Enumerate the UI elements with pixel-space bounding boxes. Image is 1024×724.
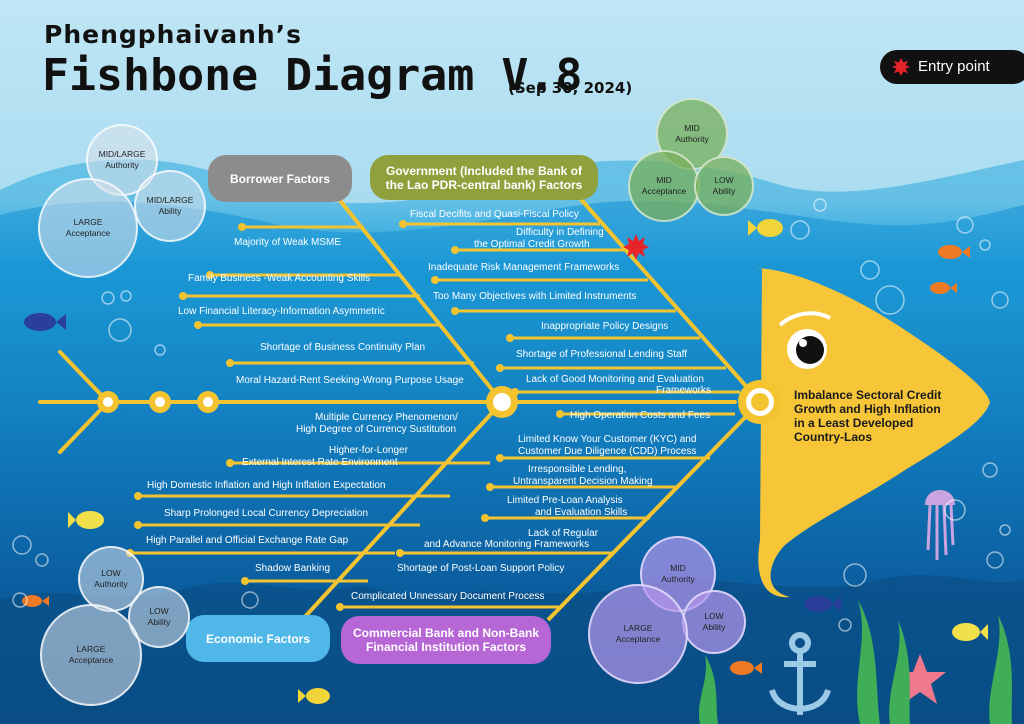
bank-cause: Limited Know Your Customer (KYC) and: [518, 434, 697, 445]
bank-cause: Untransparent Decision Making: [513, 476, 653, 487]
category-borrower: Borrower Factors: [208, 155, 352, 202]
government-cause: the Optimal Credit Growth: [474, 239, 590, 250]
entry-point-label: Entry point: [918, 58, 990, 75]
government-cause: Lack of Good Monitoring and Evaluation: [526, 374, 704, 385]
government-cause: Shortage of Professional Lending Staff: [516, 349, 688, 360]
economic-cause: Higher-for-Longer: [329, 445, 408, 456]
decor-bubbles: [12, 198, 1011, 632]
economic-cause: High Domestic Inflation and High Inflati…: [147, 480, 386, 491]
bank-cause: High Operation Costs and Fees: [570, 410, 711, 421]
bank-cause: Limited Pre-Loan Analysis: [507, 495, 623, 506]
bank-cause: Irresponsible Lending,: [528, 464, 627, 475]
entry-point-marker: [623, 234, 649, 260]
bank-cause: Lack of Regular: [528, 528, 599, 539]
decor-seaweed: [698, 600, 1012, 724]
borrower-cause: Shortage of Business Continuity Plan: [260, 342, 426, 353]
bank-cause: Customer Due Diligence (CDD) Process: [518, 446, 697, 457]
economic-cause: High Parallel and Official Exchange Rate…: [146, 535, 349, 546]
category-government: Government (Included the Bank of the Lao…: [370, 155, 598, 200]
category-economic: Economic Factors: [186, 615, 330, 662]
diagram-title: Fishbone Diagram V.8: [42, 50, 583, 101]
borrower-cause: Low Financial Literacy-Information Asymm…: [178, 306, 385, 317]
bank-cause: and Evaluation Skills: [535, 507, 628, 518]
problem-statement: Imbalance Sectoral Credit Growth and Hig…: [794, 388, 942, 444]
government-cause: Frameworks: [656, 385, 712, 396]
category-bank: Commercial Bank and Non-Bank Financial I…: [341, 616, 551, 664]
government-cause: Fiscal Decifits and Quasi-Fiscal Policy: [410, 209, 579, 220]
fish-eyebrow: [778, 311, 831, 327]
borrower-cause: Moral Hazard-Rent Seeking-Wrong Purpose …: [236, 375, 464, 386]
decor-fish: [22, 219, 988, 704]
date-label: (Sep 30, 2024): [508, 79, 633, 97]
borrower-cause: Family Business -Weak Accounting Skills: [188, 273, 371, 284]
bank-cause: Complicated Unnessary Document Process: [351, 591, 545, 602]
economic-cause: Sharp Prolonged Local Currency Depreciat…: [164, 508, 369, 519]
entry-point-legend: Entry point: [880, 50, 1024, 84]
main-bones: [300, 194, 762, 622]
spine-joint-holes: [103, 397, 213, 407]
economic-cause: Shadow Banking: [255, 563, 331, 574]
government-cause: Too Many Objectives with Limited Instrum…: [433, 291, 637, 302]
government-cause: Difficulty in Defining: [516, 227, 604, 238]
sub-bones: [130, 222, 740, 609]
decor-jellyfish: [925, 490, 955, 560]
borrower-cause: Majority of Weak MSME: [234, 237, 342, 248]
government-cause: Inadequate Risk Management Frameworks: [428, 262, 620, 273]
economic-cause: External Interest Rate Environment: [242, 457, 398, 468]
decor-anchor: [769, 632, 831, 715]
bank-cause: and Advance Monitoring Frameworks: [424, 539, 590, 550]
bank-cause: Shortage of Post-Loan Support Policy: [397, 563, 565, 574]
entry-point-icon: [892, 58, 910, 76]
economic-cause: High Degree of Currency Sustitution: [296, 424, 457, 435]
author-title: Phengphaivanh’s: [44, 20, 303, 49]
economic-cause: Multiple Currency Phenomenon/: [315, 412, 458, 423]
government-cause: Inappropriate Policy Designs: [541, 321, 669, 332]
